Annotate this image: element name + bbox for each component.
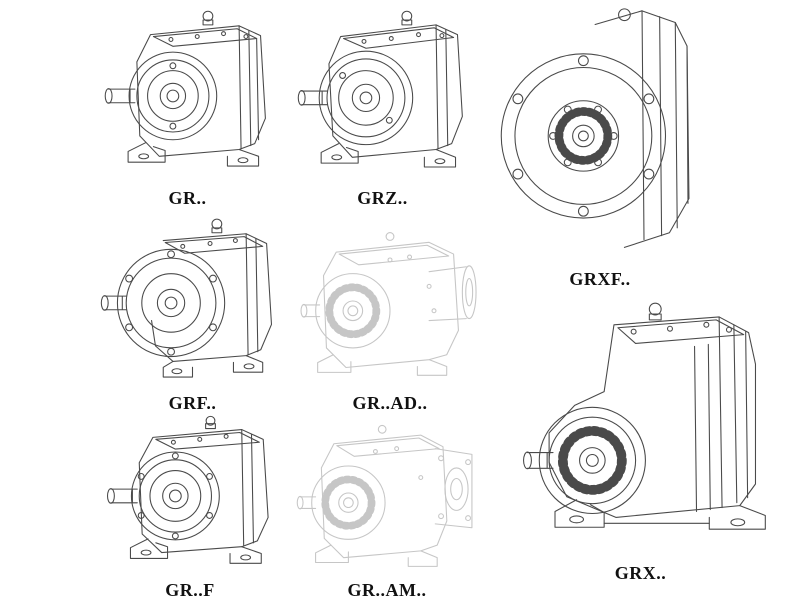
gearbox-label-gr-f: GR..F — [165, 580, 215, 600]
gearbox-label-gr-am: GR..AM.. — [347, 580, 427, 600]
gearbox-figure-gr-f: GR..F — [95, 412, 285, 600]
gearbox-drawing-grxf — [500, 8, 690, 248]
gearbox-label-grf: GRF.. — [168, 393, 217, 413]
gearbox-drawing-grf — [100, 218, 273, 378]
gearbox-label-grxf: GRXF.. — [569, 269, 631, 289]
gearbox-figure-gr-am: GR..AM.. — [288, 410, 486, 600]
gearbox-figure-gr: GR.. — [95, 4, 280, 209]
gearbox-figure-grf: GRF.. — [95, 213, 290, 414]
gearbox-figure-gr-ad: GR..AD.. — [290, 213, 490, 414]
gearbox-drawing-grx — [523, 302, 766, 530]
gearbox-label-grx: GRX.. — [614, 563, 667, 583]
gearbox-drawing-gr-ad — [300, 232, 477, 376]
gearbox-figure-grz: GRZ.. — [290, 4, 475, 209]
gearbox-label-gr-ad: GR..AD.. — [352, 393, 428, 413]
gearbox-drawing-gr-f — [106, 415, 269, 564]
gearbox-drawing-gr — [104, 10, 266, 167]
gearbox-drawing-grz — [297, 10, 463, 168]
gearbox-label-gr: GR.. — [168, 188, 207, 208]
gearbox-figure-grx: GRX.. — [498, 295, 783, 584]
gearbox-figure-grxf: GRXF.. — [495, 3, 705, 290]
gearbox-drawing-gr-am — [296, 424, 473, 567]
gearbox-label-grz: GRZ.. — [357, 188, 408, 208]
